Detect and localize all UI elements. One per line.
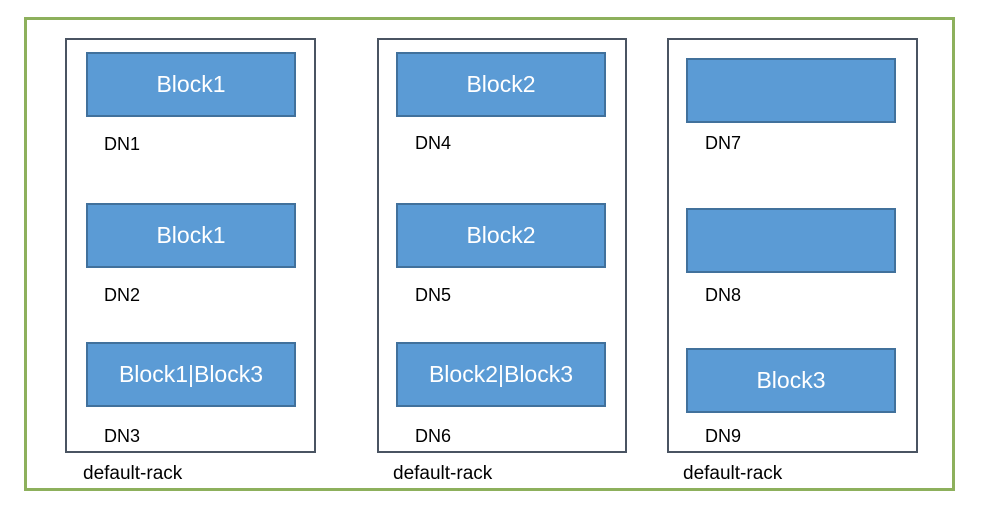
datanode-block: Block1 [86, 52, 296, 117]
datanode-block: Block2 [396, 52, 606, 117]
datanode-label: DN8 [705, 285, 742, 305]
rack-3 [667, 38, 918, 453]
datanode-label: DN2 [104, 285, 141, 305]
datanode-block: Block1 [86, 203, 296, 268]
datanode-block [686, 58, 896, 123]
datanode-block [686, 208, 896, 273]
datanode-block: Block2|Block3 [396, 342, 606, 407]
datanode-label: DN4 [415, 133, 452, 153]
rack-1 [65, 38, 316, 453]
datanode-block: Block2 [396, 203, 606, 268]
datanode-label: DN9 [705, 426, 742, 446]
rack-label: default-rack [83, 463, 183, 484]
datanode-label: DN5 [415, 285, 452, 305]
datanode-label: DN7 [705, 133, 742, 153]
datanode-block: Block3 [686, 348, 896, 413]
datanode-label: DN1 [104, 134, 141, 154]
datanode-label: DN3 [104, 426, 141, 446]
rack-2 [377, 38, 627, 453]
datanode-label: DN6 [415, 426, 452, 446]
cluster-frame [24, 17, 955, 491]
datanode-block: Block1|Block3 [86, 342, 296, 407]
rack-label: default-rack [393, 463, 493, 484]
rack-label: default-rack [683, 463, 783, 484]
